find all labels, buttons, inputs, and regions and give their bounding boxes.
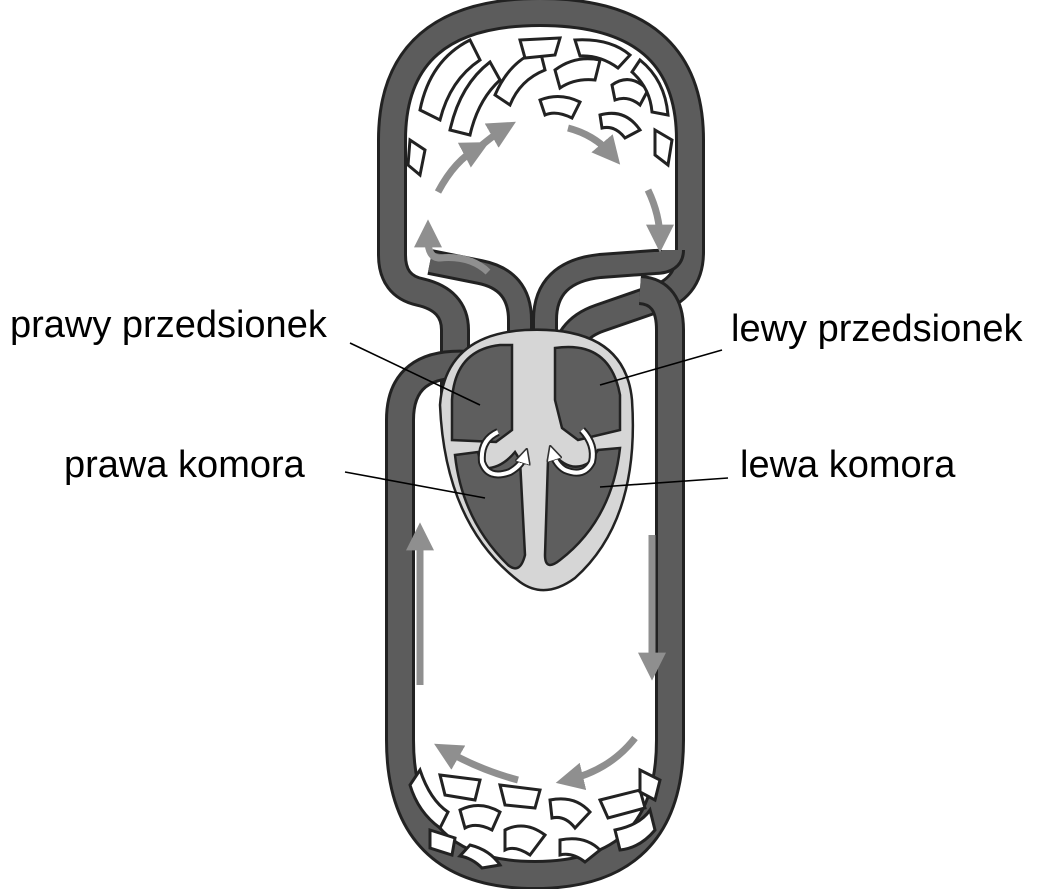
heart <box>440 330 633 590</box>
flow-arrow-icon <box>568 128 612 155</box>
flow-arrow-icon <box>648 190 660 240</box>
flow-arrow-icon <box>438 148 478 192</box>
label-left-ventricle: lewa komora <box>740 446 955 484</box>
flow-arrow-icon <box>568 738 635 780</box>
label-right-atrium: prawy przedsionek <box>10 306 327 344</box>
lung-capillary-network <box>408 38 672 175</box>
label-left-atrium: lewy przedsionek <box>731 310 1022 348</box>
label-right-ventricle: prawa komora <box>64 446 305 484</box>
pulmonary-flow-arrows <box>428 125 660 272</box>
flow-arrow-icon <box>530 125 560 129</box>
flow-arrow-icon <box>482 128 505 145</box>
